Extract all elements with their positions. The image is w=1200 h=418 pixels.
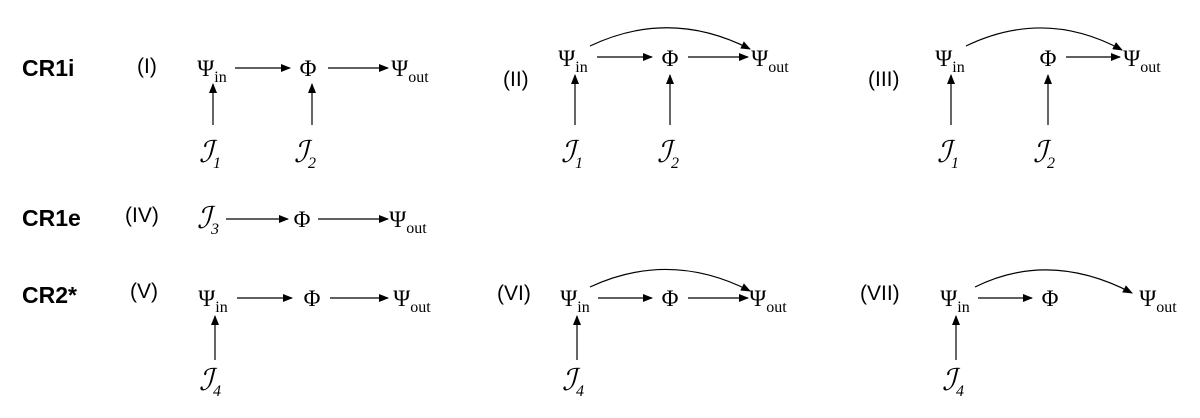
curved-arrow <box>589 268 751 292</box>
node-psi-out: Ψout <box>393 286 431 316</box>
node-intervention-1-subscript: 1 <box>575 155 583 172</box>
node-phi: Φ <box>1042 286 1059 311</box>
node-psi-in-subscript: in <box>215 299 227 316</box>
diagram-label: (VII) <box>860 282 900 305</box>
diagram-label: (III) <box>868 68 900 91</box>
node-psi-out-symbol: Ψ <box>1123 46 1140 71</box>
node-intervention-2: ℐ2 <box>657 135 679 172</box>
node-intervention-4: ℐ4 <box>562 363 584 400</box>
node-phi: Φ <box>304 286 321 311</box>
node-psi-out-symbol: Ψ <box>749 286 766 311</box>
node-psi-in-subscript: in <box>957 299 969 316</box>
node-psi-in: Ψin <box>198 286 227 316</box>
node-psi-in-subscript: in <box>577 299 589 316</box>
node-psi-out: Ψout <box>391 56 429 86</box>
node-psi-out-subscript: out <box>766 299 787 316</box>
node-psi-out: Ψout <box>389 207 427 237</box>
node-intervention-2: ℐ2 <box>294 135 316 172</box>
node-psi-in-symbol: Ψ <box>935 46 952 71</box>
node-intervention-1: ℐ1 <box>561 135 583 172</box>
node-intervention-4: ℐ4 <box>942 363 964 400</box>
node-phi: Φ <box>300 56 317 81</box>
node-intervention-2-subscript: 2 <box>1047 155 1055 172</box>
node-psi-in: Ψin <box>560 286 589 316</box>
row-label-cr1e: CR1e <box>22 205 81 231</box>
node-psi-out-subscript: out <box>410 299 431 316</box>
diagram-4: (IV) Φ Ψout ℐ3 <box>125 201 427 238</box>
node-psi-out-subscript: out <box>1156 299 1177 316</box>
node-psi-in-symbol: Ψ <box>560 286 577 311</box>
node-psi-out-subscript: out <box>1140 59 1161 76</box>
node-intervention-3-subscript: 3 <box>210 221 219 238</box>
diagram-label: (V) <box>130 280 158 303</box>
node-psi-out-symbol: Ψ <box>389 207 406 232</box>
node-intervention-1: ℐ1 <box>937 135 959 172</box>
node-intervention-2-subscript: 2 <box>671 155 679 172</box>
node-phi: Φ <box>662 286 679 311</box>
node-psi-out-symbol: Ψ <box>393 286 410 311</box>
diagram-label: (IV) <box>125 204 159 227</box>
node-phi: Φ <box>662 46 679 71</box>
node-psi-out: Ψout <box>1139 286 1177 316</box>
diagram-label: (II) <box>503 68 529 91</box>
node-psi-out-symbol: Ψ <box>751 46 768 71</box>
diagram-label: (VI) <box>497 282 531 305</box>
node-intervention-1: ℐ1 <box>199 135 221 172</box>
node-intervention-4: ℐ4 <box>199 363 221 400</box>
node-intervention-4-subscript: 4 <box>213 383 221 400</box>
node-psi-in-symbol: Ψ <box>558 46 575 71</box>
curved-arrow <box>965 27 1123 51</box>
node-psi-in-symbol: Ψ <box>940 286 957 311</box>
node-intervention-4-subscript: 4 <box>576 383 584 400</box>
node-intervention-2: ℐ2 <box>1033 135 1055 172</box>
node-psi-in-subscript: in <box>575 59 587 76</box>
node-psi-out-subscript: out <box>768 59 789 76</box>
node-psi-out: Ψout <box>751 46 789 76</box>
node-psi-out: Ψout <box>1123 46 1161 76</box>
node-phi: Φ <box>1040 46 1057 71</box>
node-intervention-1-subscript: 1 <box>951 155 959 172</box>
node-phi: Φ <box>294 207 311 232</box>
node-psi-in-symbol: Ψ <box>198 286 215 311</box>
node-psi-out: Ψout <box>749 286 787 316</box>
node-psi-in: Ψin <box>197 56 226 86</box>
curved-arrow <box>589 27 751 50</box>
diagram-label: (I) <box>137 55 157 78</box>
node-psi-in: Ψin <box>558 46 587 76</box>
row-label-cr2: CR2* <box>22 282 77 308</box>
node-psi-in-symbol: Ψ <box>197 56 214 81</box>
node-psi-in: Ψin <box>935 46 964 76</box>
curved-arrow <box>974 269 1133 294</box>
node-intervention-3: ℐ3 <box>197 201 219 238</box>
node-psi-out-symbol: Ψ <box>1139 286 1156 311</box>
row-label-cr1i: CR1i <box>22 55 74 81</box>
node-intervention-4-subscript: 4 <box>956 383 964 400</box>
node-psi-out-subscript: out <box>408 69 429 86</box>
node-intervention-2-subscript: 2 <box>308 155 316 172</box>
node-psi-out-subscript: out <box>406 220 427 237</box>
node-psi-out-symbol: Ψ <box>391 56 408 81</box>
node-psi-in: Ψin <box>940 286 969 316</box>
node-psi-in-subscript: in <box>952 59 964 76</box>
node-intervention-1-subscript: 1 <box>213 155 221 172</box>
node-psi-in-subscript: in <box>214 69 226 86</box>
